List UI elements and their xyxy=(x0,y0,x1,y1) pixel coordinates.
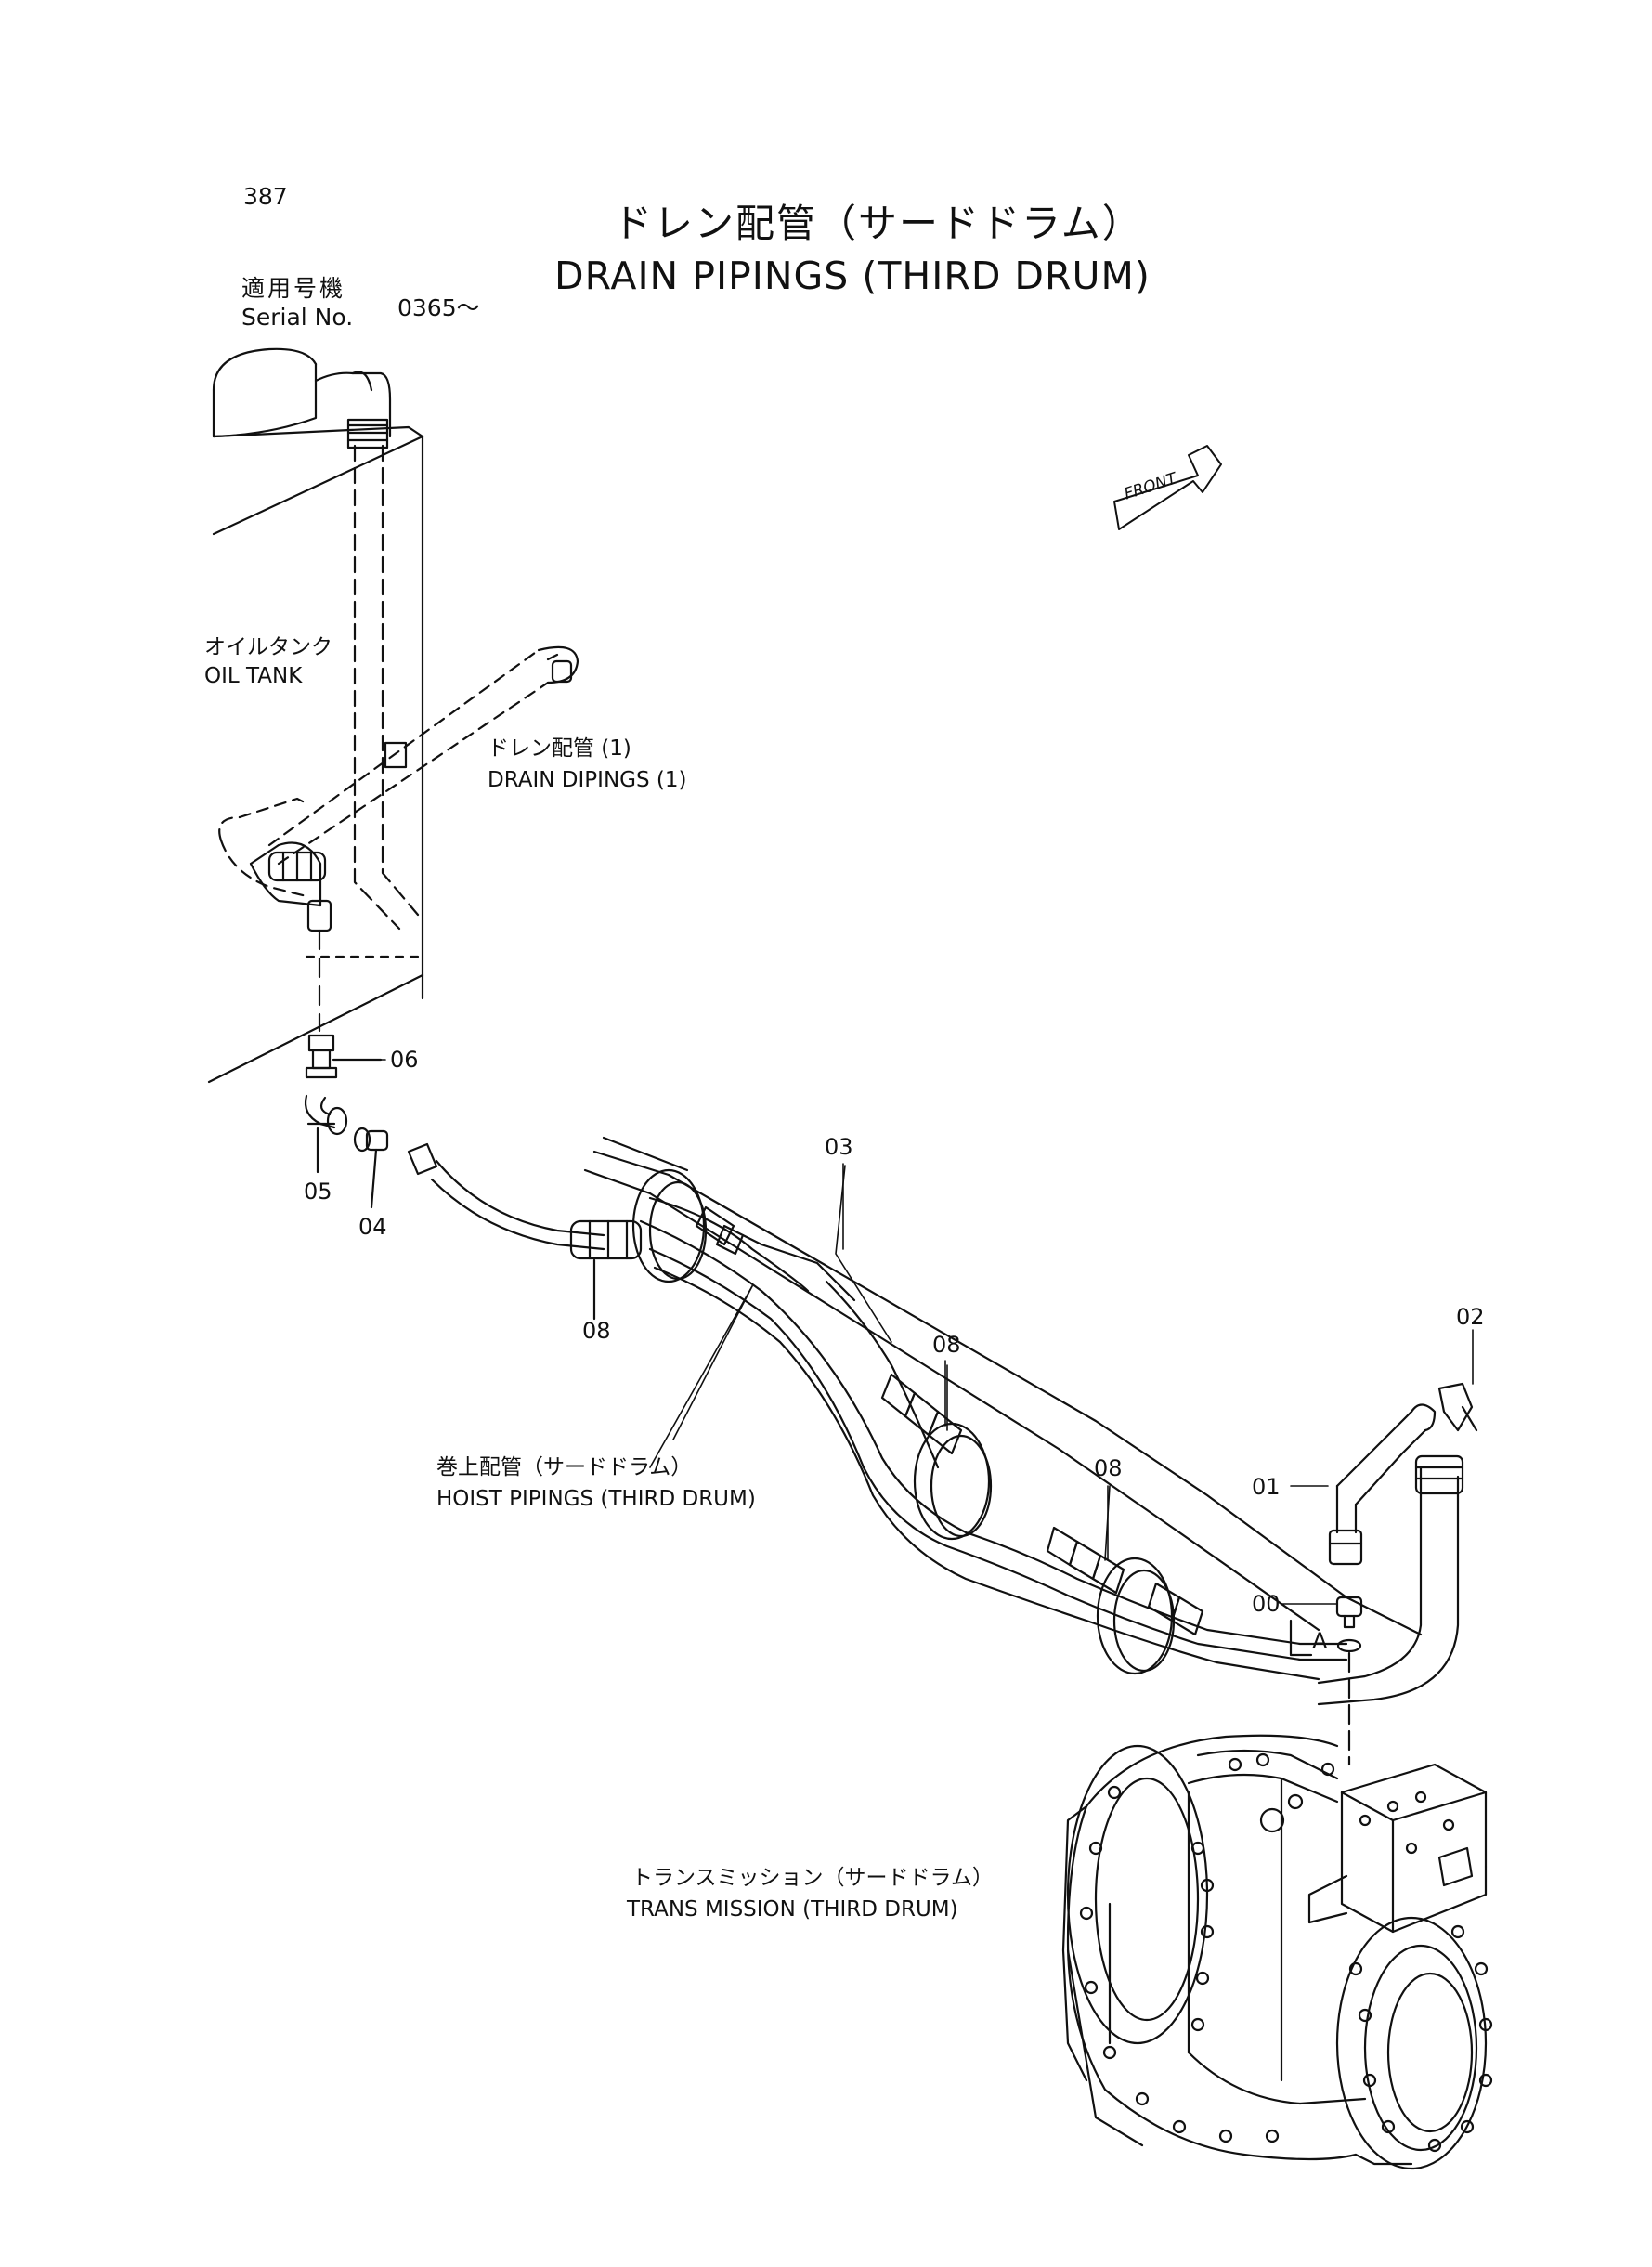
transmission-label: TRANS MISSION (THIRD DRUM) xyxy=(627,1897,958,1922)
oil-tank-label: OIL TANK xyxy=(204,664,303,688)
drain-pipings-1-label: DRAIN DIPINGS (1) xyxy=(488,768,687,792)
hoist-pipings-label: HOIST PIPINGS (THIRD DRUM) xyxy=(436,1487,756,1511)
part-label-08-b: 08 xyxy=(932,1332,961,1358)
fitting-00 xyxy=(1289,1596,1363,1766)
oil-tank-drawing xyxy=(207,347,579,1084)
page-title-ja: ドレン配管（サードドラム） xyxy=(613,201,1143,246)
oil-tank-label-ja: オイルタンク xyxy=(204,635,332,659)
hose-bundle xyxy=(407,1136,1423,1681)
transmission-label-ja: トランスミッション（サードドラム） xyxy=(631,1866,994,1890)
transmission-drawing xyxy=(1061,1734,1493,2170)
part-label-02: 02 xyxy=(1456,1304,1485,1330)
part-label-08-a: 08 xyxy=(582,1318,611,1344)
serial-label-ja: 適用号機 xyxy=(241,275,346,302)
detail-label-a: A xyxy=(1312,1628,1328,1654)
serial-value: 0365～ xyxy=(397,294,480,321)
hoist-pipings-label-ja: 巻上配管（サードドラム） xyxy=(436,1455,693,1479)
page-number: 387 xyxy=(243,183,288,210)
fittings-04-06 xyxy=(304,1034,389,1209)
front-arrow-icon xyxy=(1113,445,1222,530)
part-label-00: 00 xyxy=(1252,1591,1281,1617)
part-label-01: 01 xyxy=(1252,1474,1281,1500)
serial-label: Serial No. xyxy=(241,304,354,331)
page-title: DRAIN PIPINGS (THIRD DRUM) xyxy=(554,254,1151,298)
part-label-06: 06 xyxy=(390,1047,419,1073)
part-label-04: 04 xyxy=(358,1214,387,1240)
leader-lines xyxy=(341,1059,1474,1605)
part-label-08-c: 08 xyxy=(1094,1455,1123,1481)
part-label-03: 03 xyxy=(825,1134,853,1160)
part-label-05: 05 xyxy=(304,1179,332,1205)
pipe-01-02 xyxy=(1317,1382,1478,1706)
drain-pipings-1-label-ja: ドレン配管 (1) xyxy=(488,736,631,761)
